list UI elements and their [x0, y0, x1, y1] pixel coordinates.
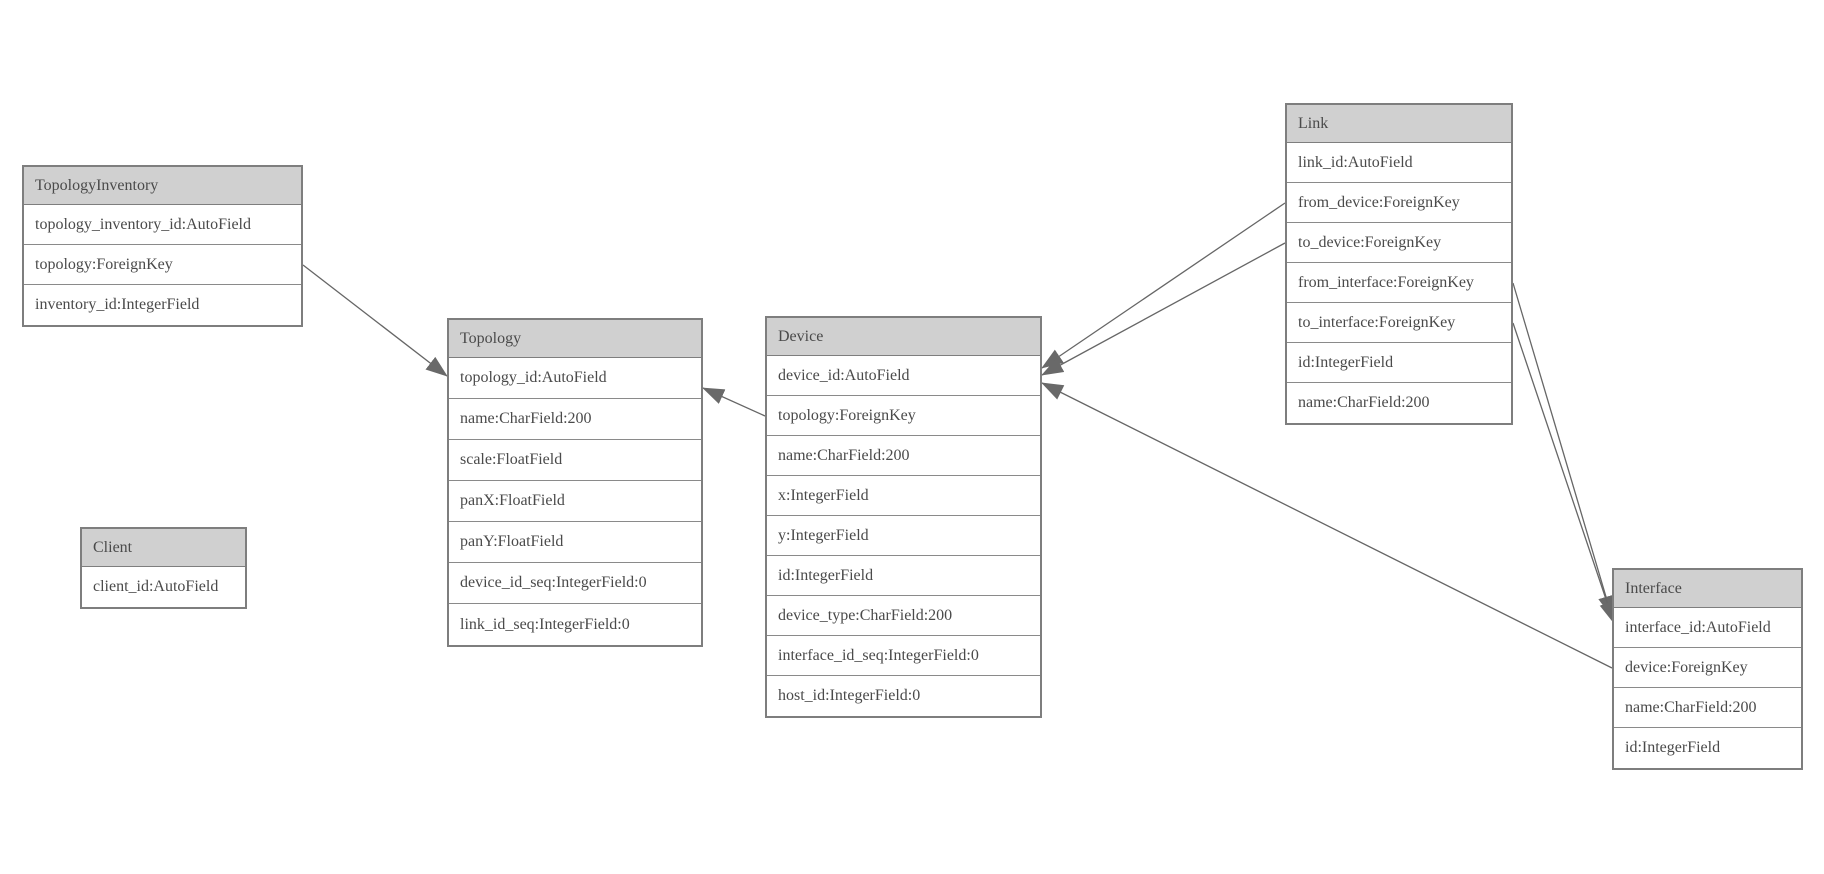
entity-field-to_interface: to_interface:ForeignKey	[1287, 303, 1511, 343]
connector-link-to_device-to-device	[1041, 242, 1286, 376]
entity-field-name: name:CharField:200	[1287, 383, 1511, 423]
entity-field-id: id:IntegerField	[1614, 728, 1801, 768]
entity-field-from_device: from_device:ForeignKey	[1287, 183, 1511, 223]
entity-header-link: Link	[1287, 105, 1511, 143]
connector-link-from_interface-to-interface	[1512, 282, 1614, 618]
entity-header-topology: Topology	[449, 320, 701, 358]
entity-field-to_device: to_device:ForeignKey	[1287, 223, 1511, 263]
connector-link-from_device-to-device	[1041, 202, 1286, 369]
entity-header-device: Device	[767, 318, 1040, 356]
entity-header-topologyinventory: TopologyInventory	[24, 167, 301, 205]
entity-field-topology_inventory_id: topology_inventory_id:AutoField	[24, 205, 301, 245]
entity-field-client_id: client_id:AutoField	[82, 567, 245, 607]
entity-field-inventory_id: inventory_id:IntegerField	[24, 285, 301, 325]
entity-field-name: name:CharField:200	[449, 399, 701, 440]
entity-field-device: device:ForeignKey	[1614, 648, 1801, 688]
entity-field-scale: scale:FloatField	[449, 440, 701, 481]
entity-field-device_id: device_id:AutoField	[767, 356, 1040, 396]
entity-field-panY: panY:FloatField	[449, 522, 701, 563]
entity-field-id: id:IntegerField	[1287, 343, 1511, 383]
entity-field-x: x:IntegerField	[767, 476, 1040, 516]
entity-field-topology: topology:ForeignKey	[24, 245, 301, 285]
entity-field-host_id: host_id:IntegerField:0	[767, 676, 1040, 716]
entity-field-topology_id: topology_id:AutoField	[449, 358, 701, 399]
connector-interface-device-to-device	[1041, 382, 1613, 669]
entity-field-interface_id_seq: interface_id_seq:IntegerField:0	[767, 636, 1040, 676]
entity-field-link_id_seq: link_id_seq:IntegerField:0	[449, 604, 701, 645]
entity-field-device_id_seq: device_id_seq:IntegerField:0	[449, 563, 701, 604]
entity-header-interface: Interface	[1614, 570, 1801, 608]
connector-link-to_interface-to-interface	[1512, 322, 1615, 624]
entity-field-y: y:IntegerField	[767, 516, 1040, 556]
entity-field-interface_id: interface_id:AutoField	[1614, 608, 1801, 648]
entity-field-topology: topology:ForeignKey	[767, 396, 1040, 436]
entity-field-id: id:IntegerField	[767, 556, 1040, 596]
entity-field-panX: panX:FloatField	[449, 481, 701, 522]
connector-device-topology-to-topology	[702, 387, 766, 417]
entity-field-name: name:CharField:200	[767, 436, 1040, 476]
connector-topologyinventory-topology-to-topology	[302, 264, 448, 377]
entity-field-name: name:CharField:200	[1614, 688, 1801, 728]
entity-field-link_id: link_id:AutoField	[1287, 143, 1511, 183]
entity-field-from_interface: from_interface:ForeignKey	[1287, 263, 1511, 303]
entity-field-device_type: device_type:CharField:200	[767, 596, 1040, 636]
entity-header-client: Client	[82, 529, 245, 567]
